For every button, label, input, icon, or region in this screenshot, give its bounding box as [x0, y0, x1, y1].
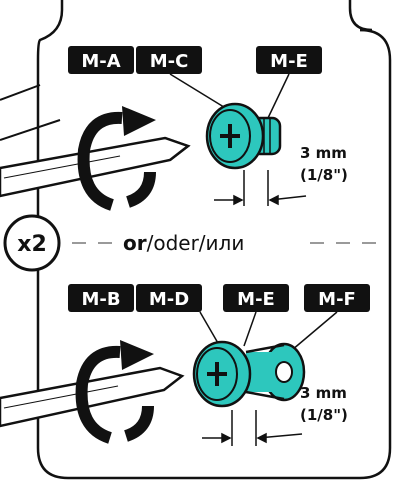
or-text: or/oder/или: [123, 231, 244, 255]
dimension-value: 3 mm: [300, 144, 347, 162]
leader-line: [291, 311, 338, 351]
tag-label: M-F: [318, 289, 356, 310]
spacer-icon: [245, 342, 306, 402]
tag-label: M-A: [81, 51, 120, 72]
screwdriver-icon: [0, 366, 185, 428]
tag-label: M-C: [150, 51, 189, 72]
screwdriver-icon: [0, 136, 191, 198]
tag-label: M-B: [81, 289, 120, 310]
bottom-tag-m-b: M-B: [68, 284, 134, 312]
dimension-marker: [214, 170, 307, 206]
step-frame: [60, 0, 85, 40]
clockwise-arrow-icon: [77, 106, 156, 211]
tag-label: M-D: [149, 289, 189, 310]
dimension-marker: [202, 410, 303, 446]
top-tag-m-e: M-E: [256, 46, 322, 74]
dimension-value: 3 mm: [300, 384, 347, 402]
bottom-tag-m-d: M-D: [136, 284, 202, 312]
clockwise-arrow-icon: [75, 340, 154, 444]
dimension-fraction: (1/8"): [300, 166, 348, 184]
tag-label: M-E: [237, 289, 275, 310]
frame-top-right: [348, 0, 373, 32]
leader-line: [243, 311, 257, 347]
multiplier-text: x2: [17, 232, 47, 257]
frame-border: [36, 0, 392, 480]
multiplier-badge: x2: [3, 214, 61, 272]
bottom-tag-m-e: M-E: [223, 284, 289, 312]
tag-label: M-E: [270, 51, 308, 72]
screw-icon: [205, 102, 282, 170]
top-tag-m-a: M-A: [68, 46, 134, 74]
leader-line: [267, 73, 290, 119]
bottom-tag-m-f: M-F: [304, 284, 370, 312]
dimension-fraction: (1/8"): [300, 406, 348, 424]
top-tag-m-c: M-C: [136, 46, 202, 74]
leader-line: [169, 73, 233, 113]
screw-icon: [192, 340, 252, 408]
